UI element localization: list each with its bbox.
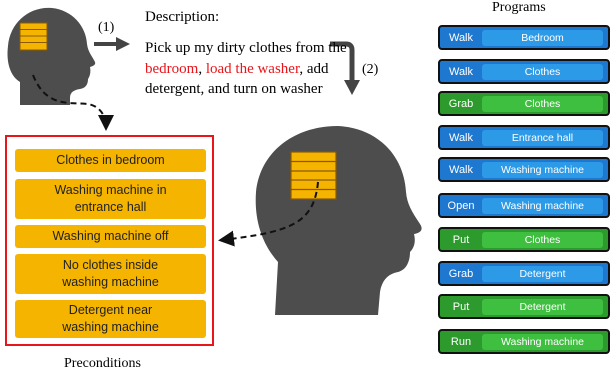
program-action: Run — [450, 335, 472, 348]
description-highlight: load the washer — [205, 60, 300, 77]
program-action: Grab — [448, 267, 474, 280]
program-step: Grab Clothes — [438, 91, 610, 116]
description-segment: Pick up my dirty clothes from the — [145, 40, 347, 56]
preconditions-box: Clothes in bedroom Washing machine in en… — [5, 135, 214, 346]
program-target: Clothes — [482, 95, 603, 112]
small-head-icon — [7, 7, 96, 105]
program-step: Walk Clothes — [438, 59, 610, 84]
preconditions-title: Preconditions — [64, 356, 141, 371]
dashed-arrow-to-precondition-box — [218, 181, 319, 247]
program-step: Grab Detergent — [438, 261, 610, 286]
description-title: Description: — [145, 9, 220, 25]
program-action: Walk — [448, 31, 474, 44]
program-step: Walk Washing machine — [438, 157, 610, 182]
program-action: Put — [452, 233, 470, 246]
step-1-label: (1) — [98, 20, 115, 35]
program-action: Walk — [448, 131, 474, 144]
programs-title: Programs — [492, 0, 546, 15]
precondition-item: Washing machine off — [15, 225, 206, 248]
program-target: Washing machine — [482, 197, 603, 214]
program-action: Put — [452, 300, 470, 313]
step-2-label: (2) — [362, 62, 379, 77]
program-step: Walk Entrance hall — [438, 125, 610, 150]
program-target: Washing machine — [482, 333, 603, 350]
description-highlight: bedroom — [145, 60, 199, 77]
precondition-item: Detergent near washing machine — [15, 300, 206, 338]
program-action: Open — [447, 199, 475, 212]
program-target: Detergent — [482, 265, 603, 282]
arrow-step-1 — [94, 37, 130, 51]
program-action: Walk — [448, 163, 474, 176]
description-segment: , add detergent, and turn on washer — [145, 60, 329, 98]
memory-stack-icon — [19, 22, 48, 51]
program-step: Put Detergent — [438, 294, 610, 319]
precondition-item: Clothes in bedroom — [15, 149, 206, 172]
program-action: Grab — [448, 97, 474, 110]
precondition-item: No clothes inside washing machine — [15, 254, 206, 294]
program-target: Clothes — [482, 63, 603, 80]
program-step: Open Washing machine — [438, 193, 610, 218]
large-head-icon — [255, 126, 422, 315]
program-target: Entrance hall — [482, 129, 603, 146]
description-segment: , — [198, 60, 206, 77]
program-target: Washing machine — [482, 161, 603, 178]
description-text: Pick up my dirty clothes from the bedroo… — [145, 38, 360, 100]
arrow-step-2 — [330, 41, 360, 95]
dashed-arrow-to-preconditions — [32, 74, 114, 131]
program-target: Bedroom — [482, 29, 603, 46]
precondition-item: Washing machine in entrance hall — [15, 179, 206, 219]
program-step: Walk Bedroom — [438, 25, 610, 50]
program-step: Put Clothes — [438, 227, 610, 252]
memory-stack-icon — [290, 151, 337, 200]
program-target: Clothes — [482, 231, 603, 248]
program-target: Detergent — [482, 298, 603, 315]
program-step: Run Washing machine — [438, 329, 610, 354]
program-action: Walk — [448, 65, 474, 78]
